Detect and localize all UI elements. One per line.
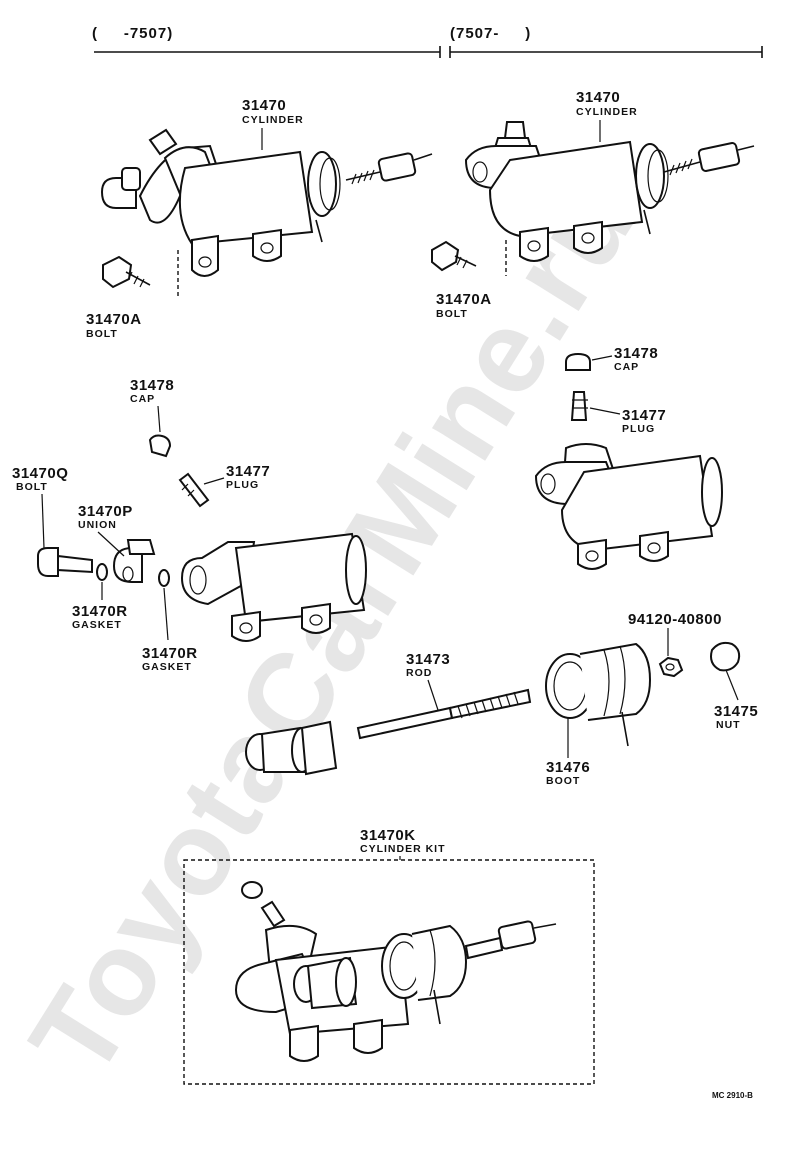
cylinder-kit-box xyxy=(183,859,595,1085)
label-boot-number: 31476 xyxy=(546,759,590,776)
leader-plug-right xyxy=(589,407,621,415)
label-plug-left-number: 31477 xyxy=(226,463,270,480)
label-bolt-right-number: 31470A xyxy=(436,291,492,308)
header-left-bracket xyxy=(94,46,441,58)
header-left-range: ( -7507) xyxy=(92,25,173,42)
leader-union xyxy=(97,531,125,557)
label-rod-word: ROD xyxy=(406,667,432,679)
header-right-bracket xyxy=(449,46,763,58)
label-bolt-right-word: BOLT xyxy=(436,308,468,320)
label-bolt-left-word: BOLT xyxy=(86,328,118,340)
label-gasket-1-word: GASKET xyxy=(72,619,122,631)
label-gasket-1-number: 31470R xyxy=(72,603,128,620)
label-boot-word: BOOT xyxy=(546,775,580,787)
label-plug-left-word: PLUG xyxy=(226,479,259,491)
label-cap-left-number: 31478 xyxy=(130,377,174,394)
label-cylinder-right-number: 31470 xyxy=(576,89,620,106)
label-bolt-q-word: BOLT xyxy=(16,481,48,493)
header-right-range: (7507- ) xyxy=(450,25,531,42)
label-cylinder-left-number: 31470 xyxy=(242,97,286,114)
cylinder-left-assembly xyxy=(100,128,433,298)
label-rod-number: 31473 xyxy=(406,651,450,668)
label-plug-right-word: PLUG xyxy=(622,423,655,435)
leader-nut xyxy=(725,669,739,701)
label-bolt-q-number: 31470Q xyxy=(12,465,68,482)
label-union-number: 31470P xyxy=(78,503,133,520)
leader-plug-left xyxy=(203,477,225,485)
label-cap-left-word: CAP xyxy=(130,393,155,405)
cylinder-body-left-exploded xyxy=(37,434,367,642)
cylinder-kit-assembly xyxy=(234,881,557,1062)
leader-rod xyxy=(427,679,439,711)
label-plug-right-number: 31477 xyxy=(622,407,666,424)
label-bolt-left-number: 31470A xyxy=(86,311,142,328)
cylinder-right-assembly xyxy=(431,121,755,276)
label-cylinder-left-word: CYLINDER xyxy=(242,114,304,126)
leader-bolt-q xyxy=(41,493,45,549)
piston-rod-boot-row xyxy=(245,641,741,776)
label-gasket-2-word: GASKET xyxy=(142,661,192,673)
label-nut-word: NUT xyxy=(716,719,741,731)
leader-gasket-2 xyxy=(163,587,169,641)
label-kit-number: 31470K xyxy=(360,827,416,844)
label-nut-number: 31475 xyxy=(714,703,758,720)
label-cap-right-word: CAP xyxy=(614,361,639,373)
label-cap-right-number: 31478 xyxy=(614,345,658,362)
label-kit-word: CYLINDER KIT xyxy=(360,843,446,855)
diagram-code: MC 2910-B xyxy=(712,1091,753,1100)
cylinder-body-right-exploded xyxy=(534,352,723,570)
leader-cap-left xyxy=(157,405,161,433)
label-union-word: UNION xyxy=(78,519,117,531)
leader-cap-right xyxy=(591,355,613,361)
label-cylinder-right-word: CYLINDER xyxy=(576,106,638,118)
label-gasket-2-number: 31470R xyxy=(142,645,198,662)
label-washer-number: 94120-40800 xyxy=(628,611,722,628)
